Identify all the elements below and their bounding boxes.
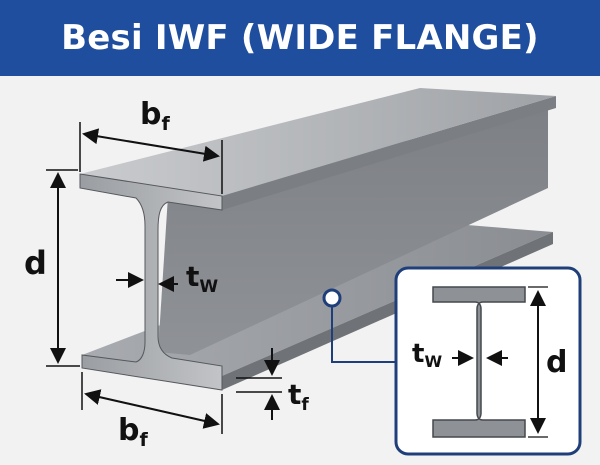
label-tf: tf	[288, 378, 309, 415]
label-bf-bottom: bf	[118, 413, 148, 451]
end-section-face	[79, 173, 223, 391]
dim-bf-bottom	[81, 372, 223, 434]
label-depth: d	[24, 244, 47, 282]
section-inset	[394, 266, 582, 456]
dim-depth	[46, 169, 80, 367]
inset-i-section	[432, 286, 526, 438]
title-banner: Besi IWF (WIDE FLANGE)	[0, 0, 600, 76]
inset-label-tw: tW	[412, 339, 442, 371]
page-title: Besi IWF (WIDE FLANGE)	[61, 18, 539, 58]
dim-bf-top	[79, 122, 223, 194]
web-surface	[158, 108, 548, 355]
top-flange-surface	[80, 88, 556, 196]
label-tw: tW	[186, 260, 218, 297]
dim-tw	[116, 272, 178, 292]
dim-tf	[236, 348, 282, 420]
inset-label-depth: d	[546, 345, 567, 380]
callout-connector	[322, 288, 396, 363]
label-bf-top: bf	[140, 97, 170, 135]
